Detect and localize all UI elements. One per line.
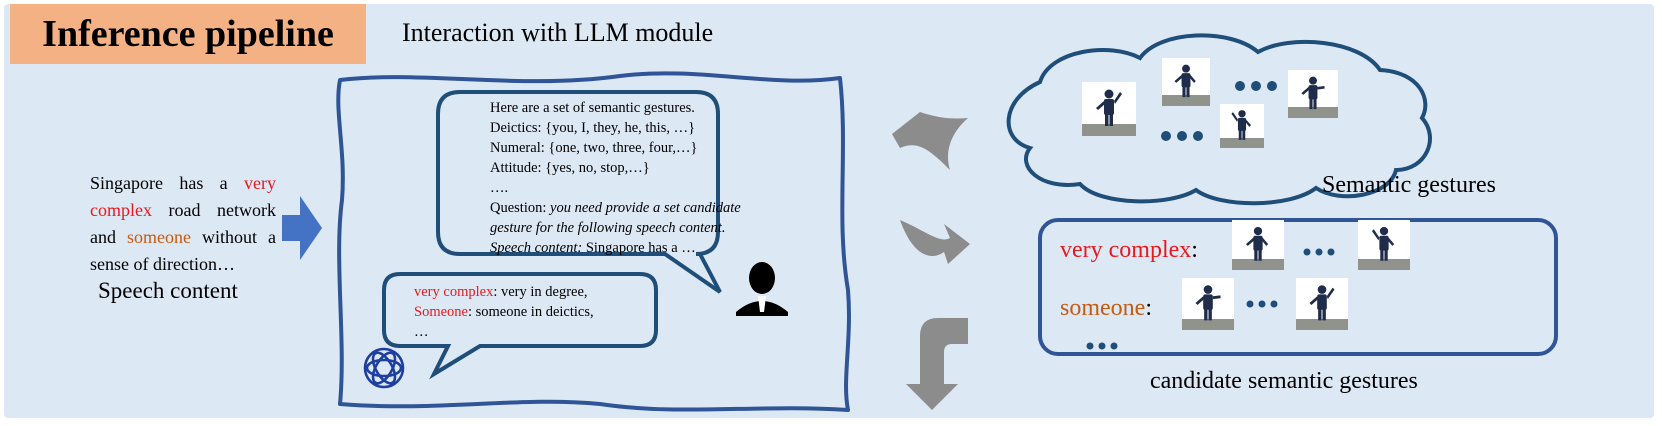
gesture-figure-icon: [1371, 226, 1395, 261]
prompt-line: Attitude: {yes, no, stop,…}: [490, 160, 650, 176]
candidate-label-someone: someone:: [1060, 295, 1152, 322]
reply-value: : someone in deictics,: [467, 304, 594, 320]
speech-part: without a sense of direction…: [90, 227, 276, 274]
cloud-dots: [1161, 81, 1277, 141]
speech-part: road network and: [90, 200, 276, 247]
gesture-figure-icon: [1195, 285, 1221, 321]
prompt-line: Numeral: {one, two, three, four,…}: [490, 140, 698, 156]
candidate-colon: :: [1145, 295, 1152, 321]
gesture-figure-icon: [1309, 285, 1335, 321]
candidate-thumbnail: [1182, 278, 1234, 330]
gesture-thumbnail: [1220, 104, 1264, 148]
arrow-to-candidates: [900, 220, 970, 264]
speech-text: Singapore has a very complex road networ…: [90, 170, 276, 278]
arrow-down-output: [906, 318, 968, 410]
gesture-figure-icon: [1231, 110, 1251, 140]
arrow-from-gestures: [892, 112, 968, 170]
person-icon: [736, 262, 788, 316]
question-label: Question:: [490, 200, 551, 216]
reply-value: : very in degree,: [493, 284, 588, 300]
prompt-text: Here are a set of semantic gestures. Dei…: [490, 98, 741, 258]
question-text: you need provide a set candidate: [550, 200, 741, 216]
reply-text: very complex: very in degree, Someone: s…: [414, 282, 594, 342]
gesture-thumbnail: [1162, 58, 1210, 106]
input-arrow: [282, 196, 322, 260]
openai-logo-icon: [363, 347, 405, 389]
gesture-figure-icon: [1174, 64, 1196, 98]
prompt-bubble: [436, 90, 722, 294]
candidate-thumbnail: [1358, 220, 1410, 270]
candidate-key: someone: [1060, 295, 1146, 321]
candidate-label-very-complex: very complex:: [1060, 237, 1198, 264]
prompt-line: Deictics: {you, I, they, he, this, …}: [490, 120, 696, 136]
llm-module-frame: [336, 71, 851, 412]
candidate-dots: [1086, 248, 1335, 350]
candidate-key: very complex: [1060, 237, 1192, 263]
speech-content-label: Speech content:: [490, 240, 583, 256]
speech-part: Singapore has a: [90, 173, 245, 193]
reply-ellipsis: …: [414, 324, 429, 340]
gesture-figure-icon: [1301, 76, 1325, 110]
candidate-thumbnail: [1296, 278, 1348, 330]
speech-content-text: Singapore has a …: [582, 240, 696, 256]
gesture-thumbnail: [1288, 70, 1338, 118]
semantic-gestures-caption: Semantic gestures: [1322, 172, 1496, 198]
reply-bubble: [382, 272, 658, 380]
prompt-line: Here are a set of semantic gestures.: [490, 100, 695, 116]
candidate-caption: candidate semantic gestures: [1150, 368, 1418, 394]
llm-module-title: Interaction with LLM module: [402, 18, 714, 47]
pipeline-title: Inference pipeline: [10, 4, 366, 64]
gesture-figure-icon: [1096, 89, 1122, 126]
speech-highlight-someone: someone: [127, 227, 191, 247]
candidate-colon: :: [1191, 237, 1198, 263]
speech-highlight-very-complex: very complex: [90, 173, 276, 220]
prompt-line: ….: [490, 180, 509, 196]
reply-key-very-complex: very complex: [414, 284, 494, 300]
question-text-cont: gesture for the following speech content…: [490, 220, 726, 236]
gesture-figure-icon: [1245, 226, 1269, 261]
speech-caption: Speech content: [98, 278, 238, 303]
candidate-thumbnail: [1232, 220, 1284, 270]
reply-key-someone: Someone: [414, 304, 468, 320]
gesture-thumbnail: [1082, 82, 1136, 136]
